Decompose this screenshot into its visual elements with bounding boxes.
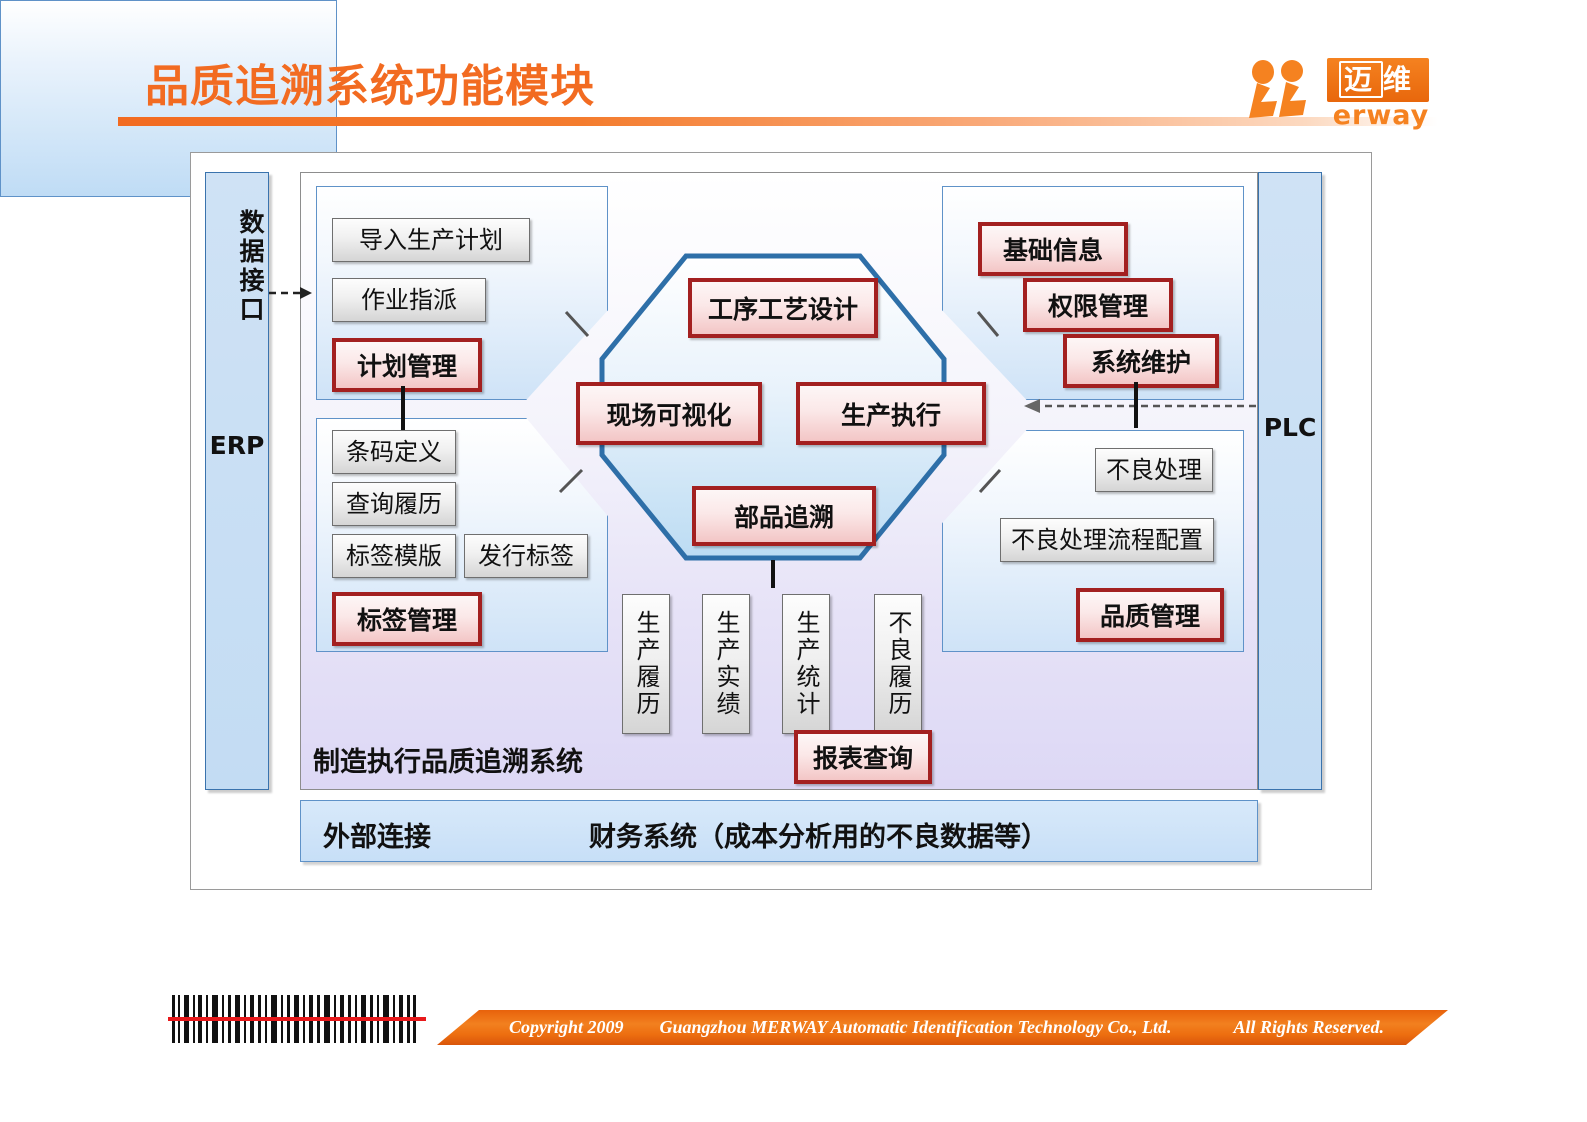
logo-cn-badge: 迈维 bbox=[1327, 58, 1429, 102]
logo-cn-left: 迈 bbox=[1338, 61, 1383, 98]
footer-company: Guangzhou MERWAY Automatic Identificatio… bbox=[659, 1017, 1172, 1037]
button-onsite-visualization[interactable]: 现场可视化 bbox=[576, 382, 762, 445]
finance-system-label: 财务系统（成本分析用的不良数据等） bbox=[589, 822, 1048, 853]
logo-figures-icon bbox=[1249, 60, 1306, 118]
button-process-design[interactable]: 工序工艺设计 bbox=[688, 278, 878, 338]
button-report-query[interactable]: 报表查询 bbox=[794, 730, 932, 784]
plc-label: PLC bbox=[1263, 413, 1317, 442]
title-underline-rule bbox=[118, 117, 1438, 126]
button-label-template[interactable]: 标签模版 bbox=[332, 534, 456, 578]
merway-logo: 迈维 erway bbox=[1243, 56, 1433, 131]
plc-column: PLC bbox=[1258, 172, 1322, 790]
button-quality-management[interactable]: 品质管理 bbox=[1076, 588, 1224, 642]
data-interface-label: 数据接口 bbox=[236, 209, 265, 325]
erp-column: 数据接口 ERP bbox=[205, 172, 269, 790]
button-system-maintenance[interactable]: 系统维护 bbox=[1063, 334, 1219, 388]
button-label-management[interactable]: 标签管理 bbox=[332, 592, 482, 646]
page-title: 品质追溯系统功能模块 bbox=[145, 61, 595, 112]
button-job-dispatch[interactable]: 作业指派 bbox=[332, 278, 486, 322]
erp-label: ERP bbox=[209, 431, 265, 460]
button-defect-handling[interactable]: 不良处理 bbox=[1095, 448, 1213, 492]
button-production-history[interactable]: 生产履历 bbox=[622, 594, 670, 734]
button-production-execution[interactable]: 生产执行 bbox=[796, 382, 986, 445]
external-connection-label: 外部连接 bbox=[323, 822, 431, 853]
button-basic-information[interactable]: 基础信息 bbox=[978, 222, 1128, 276]
button-part-traceability[interactable]: 部品追溯 bbox=[692, 486, 876, 546]
button-barcode-definition[interactable]: 条码定义 bbox=[332, 430, 456, 474]
button-plan-management[interactable]: 计划管理 bbox=[332, 338, 482, 392]
logo-cn-right: 维 bbox=[1383, 63, 1418, 96]
button-permission-management[interactable]: 权限管理 bbox=[1023, 278, 1173, 332]
footer-copyright: Copyright 2009 bbox=[509, 1017, 624, 1037]
footer-ribbon: Copyright 2009 Guangzhou MERWAY Automati… bbox=[437, 1010, 1448, 1045]
button-issue-label[interactable]: 发行标签 bbox=[464, 534, 588, 578]
button-production-actual[interactable]: 生产实绩 bbox=[702, 594, 750, 734]
button-defect-flow-config[interactable]: 不良处理流程配置 bbox=[1000, 518, 1214, 562]
mes-system-label: 制造执行品质追溯系统 bbox=[313, 747, 583, 778]
barcode-graphic bbox=[168, 995, 426, 1043]
footer-rights: All Rights Reserved. bbox=[1233, 1017, 1384, 1037]
external-connection-bar: 外部连接 财务系统（成本分析用的不良数据等） bbox=[300, 800, 1258, 862]
button-query-history[interactable]: 查询履历 bbox=[332, 482, 456, 526]
footer-ribbon-shape bbox=[437, 1010, 1448, 1045]
button-defect-history[interactable]: 不良履历 bbox=[874, 594, 922, 734]
logo-wordmark: erway bbox=[1332, 100, 1430, 131]
button-import-production-plan[interactable]: 导入生产计划 bbox=[332, 218, 530, 262]
barcode-scan-line bbox=[168, 1017, 426, 1021]
button-production-statistics[interactable]: 生产统计 bbox=[782, 594, 830, 734]
